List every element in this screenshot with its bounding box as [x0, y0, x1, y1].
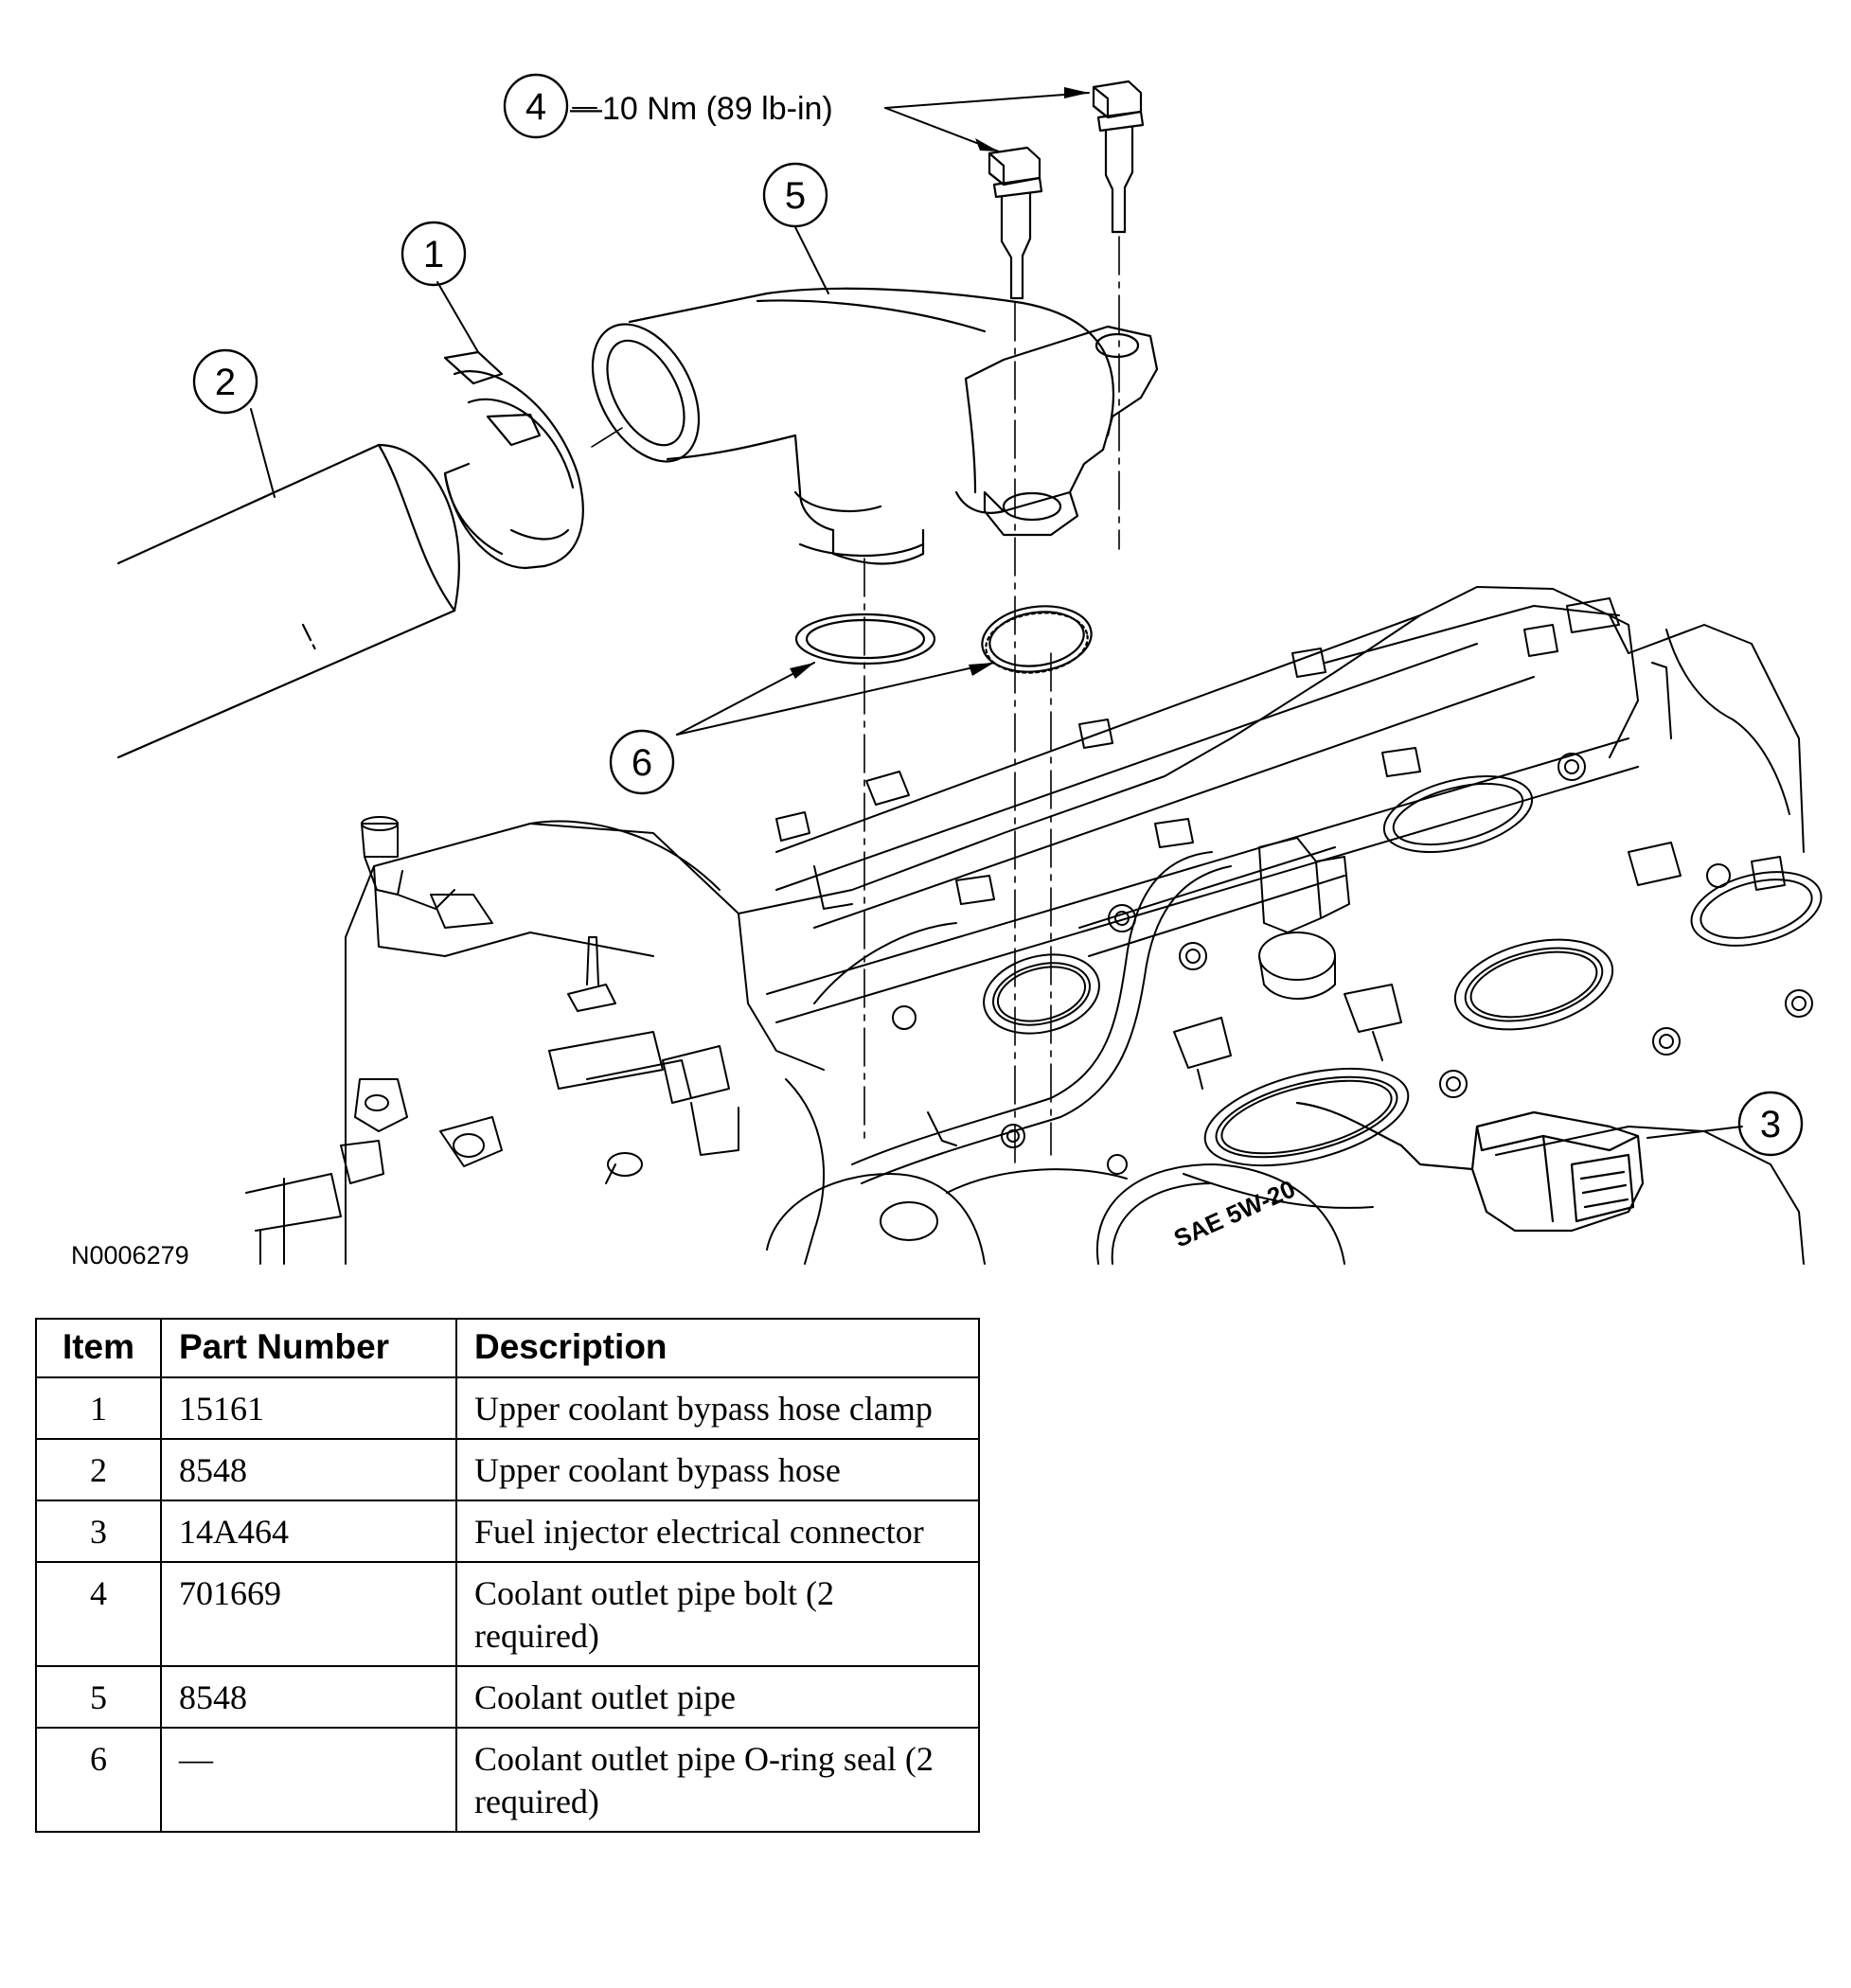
callout-number-3: 3	[1760, 1104, 1781, 1145]
callout-circle-6	[609, 729, 675, 795]
leader-arrowheads	[790, 87, 1089, 679]
header-part-number: Part Number	[160, 1318, 457, 1378]
oring-seal-left	[794, 612, 936, 666]
cell-description: Coolant outlet pipe bolt (2 required)	[455, 1561, 980, 1667]
bypass-hose	[116, 443, 460, 759]
callout-number-5: 5	[785, 175, 806, 217]
cell-part-number: 14A464	[160, 1500, 457, 1563]
bolt-right	[1092, 80, 1145, 234]
coolant-outlet-pipe	[591, 287, 1159, 565]
header-description: Description	[455, 1318, 980, 1378]
cell-description: Upper coolant bypass hose	[455, 1438, 980, 1501]
table-row: 4 701669 Coolant outlet pipe bolt (2 req…	[35, 1561, 980, 1667]
hose-clamp	[443, 350, 584, 570]
callout-number-6: 6	[632, 742, 652, 784]
oil-filler-cap	[1095, 1163, 1345, 1265]
cell-description: Upper coolant bypass hose clamp	[455, 1376, 980, 1440]
oil-cap-text: SAE 5W-20	[1169, 1174, 1299, 1252]
cell-item: 5	[35, 1665, 162, 1729]
table-header-row: Item Part Number Description	[35, 1318, 980, 1378]
cell-item: 4	[35, 1561, 162, 1667]
cell-item: 1	[35, 1376, 162, 1440]
oring-seal-right	[981, 605, 1093, 674]
table-row: 5 8548 Coolant outlet pipe	[35, 1665, 980, 1729]
cell-part-number: 8548	[160, 1438, 457, 1501]
intake-ports	[983, 775, 1823, 1167]
cell-description: Coolant outlet pipe	[455, 1665, 980, 1729]
callout-circle-5	[762, 162, 828, 228]
cell-item: 3	[35, 1500, 162, 1563]
cell-item: 6	[35, 1727, 162, 1833]
parts-table: Item Part Number Description 1 15161 Upp…	[35, 1318, 980, 1833]
callout-circle-1	[400, 221, 467, 287]
engine-assembly	[245, 586, 1823, 1265]
callout-circle-3	[1737, 1091, 1804, 1157]
callout-number-4: 4	[525, 86, 546, 128]
exploded-view-diagram: 1 2 3 4 5 6 —10 Nm (89 lb-in) SAE 5W-20 …	[71, 73, 1823, 1269]
figure-id: N0006279	[71, 1241, 189, 1269]
header-item: Item	[35, 1318, 162, 1378]
alignment-lines	[591, 236, 1120, 1165]
bolt-left	[988, 146, 1043, 300]
callout-number-2: 2	[215, 362, 236, 403]
table-row: 3 14A464 Fuel injector electrical connec…	[35, 1500, 980, 1563]
cell-description: Coolant outlet pipe O-ring seal (2 requi…	[455, 1727, 980, 1833]
table-row: 2 8548 Upper coolant bypass hose	[35, 1438, 980, 1501]
fuel-injector-connector	[1295, 1101, 1645, 1233]
callout-number-1: 1	[423, 234, 444, 275]
table-row: 1 15161 Upper coolant bypass hose clamp	[35, 1376, 980, 1440]
cell-part-number: 701669	[160, 1561, 457, 1667]
callout-circle-2	[192, 348, 258, 415]
cell-description: Fuel injector electrical connector	[455, 1500, 980, 1563]
cell-part-number: 8548	[160, 1665, 457, 1729]
leader-lines	[250, 92, 1743, 1139]
cell-part-number: 15161	[160, 1376, 457, 1440]
cell-item: 2	[35, 1438, 162, 1501]
cell-part-number: —	[160, 1727, 457, 1833]
torque-spec-label: —10 Nm (89 lb-in)	[570, 91, 833, 127]
callout-circle-4	[503, 73, 569, 139]
table-row: 6 — Coolant outlet pipe O-ring seal (2 r…	[35, 1727, 980, 1833]
